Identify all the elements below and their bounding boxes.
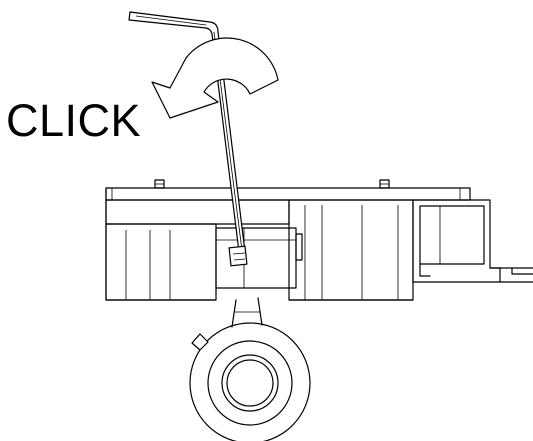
click-callout-label: CLICK bbox=[6, 95, 142, 146]
rotation-arrow-icon bbox=[151, 37, 279, 119]
housing-block bbox=[105, 187, 471, 301]
top-screws bbox=[154, 179, 390, 189]
side-bracket bbox=[412, 199, 533, 283]
lens-ring bbox=[189, 297, 311, 441]
